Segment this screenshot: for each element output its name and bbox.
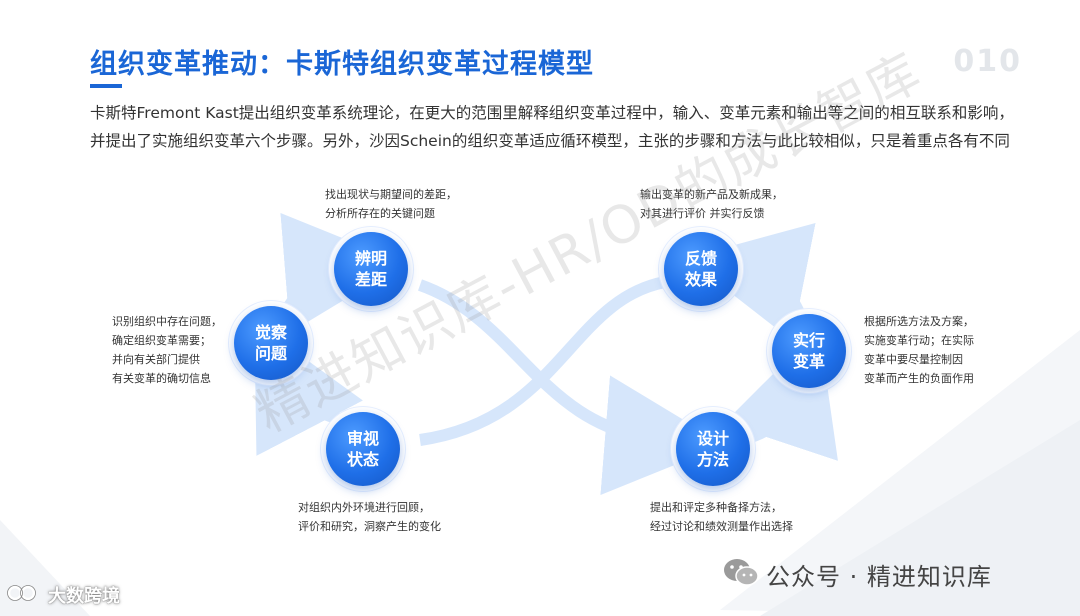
note-design: 提出和评定多种备择方法， 经过讨论和绩效测量作出选择 [650,498,793,536]
page-number: 010 [953,44,1022,79]
step-identify-label: 辨明差距 [354,249,387,289]
note-perceive-line: 有关变革的确切信息 [112,372,211,385]
step-perceive-label: 觉察问题 [254,323,287,363]
description-line-1: 卡斯特Fremont Kast提出组织变革系统理论，在更大的范围里解释组织变革过… [90,104,1014,122]
loop-arrow-cross-back [419,276,667,446]
note-review: 对组织内外环境进行回顾， 评价和研究，洞察产生的变化 [298,498,441,536]
note-implement-line: 变革中要尽量控制因 [864,353,963,366]
step-design-label: 设计方法 [696,429,729,469]
wechat-icon [724,559,759,586]
step-review-label: 审视状态 [346,429,379,469]
note-identify-line: 找出现状与期望间的差距， [325,188,457,201]
loop-arrow-design-to-implement [724,328,838,461]
note-review-line: 对组织内外环境进行回顾， [298,501,430,514]
note-design-line: 提出和评定多种备择方法， [650,501,782,514]
note-implement-line: 变革而产生的负面作用 [864,372,974,385]
description-line-2: 并提出了实施组织变革六个步骤。另外，沙因Schein的组织变革适应循环模型，主张… [90,132,1010,150]
note-identify-line: 分析所存在的关键问题 [325,207,435,220]
note-perceive-line: 确定组织变革需要； [112,334,211,347]
loop-arrow-identify-to-design [418,279,725,495]
note-feedback: 输出变革的新产品及新成果， 对其进行评价 并实行反馈 [640,185,783,223]
page-title: 组织变革推动：卡斯特组织变革过程模型 [90,49,594,80]
note-perceive: 识别组织中存在问题， 确定组织变革需要； 并向有关部门提供 有关变革的确切信息 [112,312,222,388]
note-identify: 找出现状与期望间的差距， 分析所存在的关键问题 [325,185,457,223]
step-feedback-label: 反馈效果 [684,249,717,289]
step-identify-gap: 辨明差距 [334,232,408,306]
note-implement-line: 实施变革行动；在实际 [864,334,974,347]
note-review-line: 评价和研究，洞察产生的变化 [298,520,441,533]
corner-logo-text: 大数跨境 [48,586,120,607]
title-underline [90,84,122,88]
step-design-method: 设计方法 [676,412,750,486]
step-implement-change: 实行变革 [772,314,846,388]
note-perceive-line: 识别组织中存在问题， [112,315,222,328]
description: 卡斯特Fremont Kast提出组织变革系统理论，在更大的范围里解释组织变革过… [90,99,1030,155]
note-feedback-line: 输出变革的新产品及新成果， [640,188,783,201]
note-perceive-line: 并向有关部门提供 [112,353,200,366]
step-feedback-effect: 反馈效果 [664,232,738,306]
note-implement-line: 根据所选方法及方案， [864,315,974,328]
step-perceive-problem: 觉察问题 [234,306,308,380]
step-review-state: 审视状态 [326,412,400,486]
loop-arrow-implement-to-feedback [686,222,816,341]
step-implement-label: 实行变革 [792,331,825,371]
note-design-line: 经过讨论和绩效测量作出选择 [650,520,793,533]
loop-arrow-review-to-perceive [254,321,363,456]
note-feedback-line: 对其进行评价 并实行反馈 [640,207,765,220]
wechat-account-label: 公众号 · 精进知识库 [766,563,992,591]
note-implement: 根据所选方法及方案， 实施变革行动；在实际 变革中要尽量控制因 变革而产生的负面… [864,312,974,388]
corner-logo-icon [7,585,36,601]
